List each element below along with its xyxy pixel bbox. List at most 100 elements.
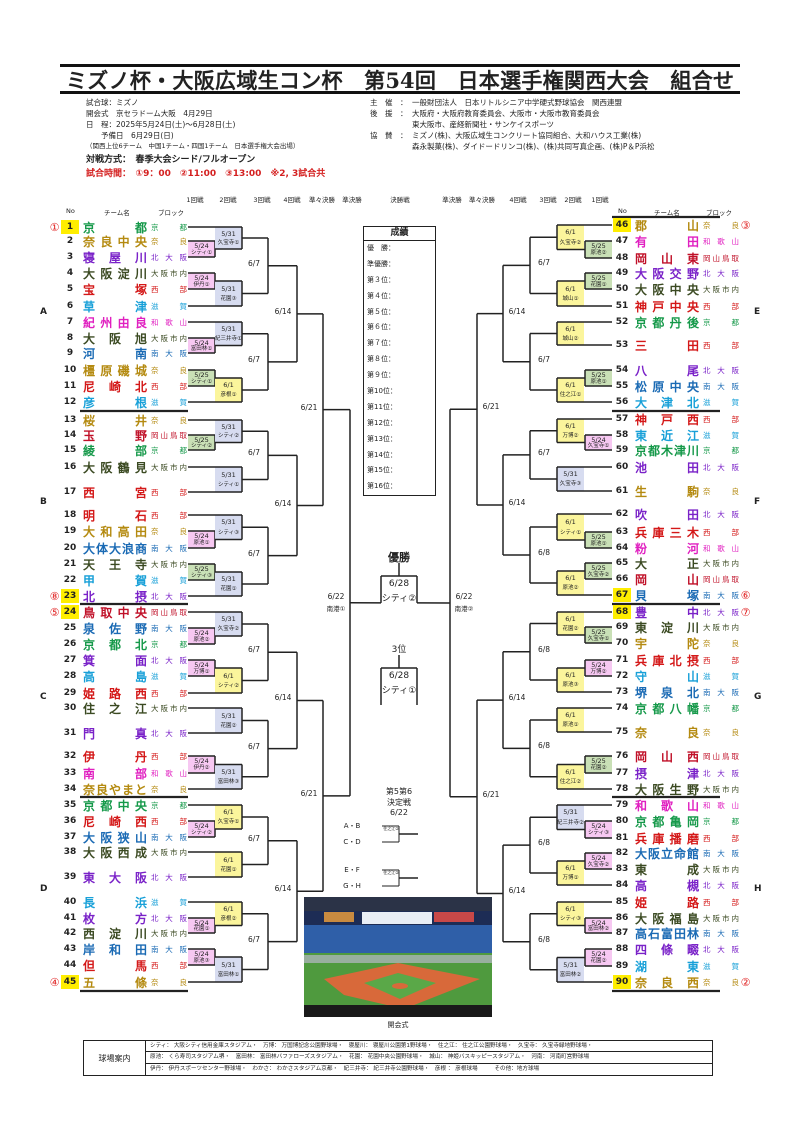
team-block: 奈良 — [151, 784, 187, 794]
final-venue: シティ② — [381, 594, 417, 604]
team-name: 奈良 — [635, 725, 699, 740]
team-name: 東大阪 — [83, 870, 147, 885]
match-date: 5/25 — [591, 532, 606, 541]
match-box — [585, 627, 612, 643]
match-venue: 伊丹② — [193, 765, 210, 772]
match-date: 5/24 — [591, 660, 606, 669]
team-block: 西部 — [151, 688, 187, 698]
match-date: 5/31 — [221, 711, 236, 720]
team-name: 堺泉北 — [635, 685, 699, 700]
match-venue: シティ② — [190, 829, 213, 836]
team-block: 奈良 — [703, 220, 739, 230]
team-number: 40 — [63, 897, 77, 907]
match-venue: 花園① — [193, 925, 210, 932]
team-name: 奈良中央 — [83, 234, 147, 249]
match-date: 5/24 — [591, 822, 606, 831]
match-date: 6/14 — [274, 498, 292, 508]
team-block: 北大阪 — [703, 607, 739, 617]
match-date: 6/14 — [508, 497, 526, 507]
col-header-team: チーム名 — [654, 209, 680, 217]
team-number: 75 — [615, 727, 629, 737]
match-box — [557, 225, 584, 250]
team-name: 四條畷 — [635, 942, 699, 957]
team-number: 13 — [63, 415, 77, 425]
team-block: 滋賀 — [151, 671, 187, 681]
team-name: 明石 — [83, 508, 147, 523]
team-block: 京都 — [703, 816, 739, 826]
team-number: 60 — [615, 462, 629, 472]
team-block: 滋賀 — [151, 301, 187, 311]
team-block: 滋賀 — [703, 430, 739, 440]
team-number: 23 — [61, 589, 79, 603]
match-box — [215, 322, 242, 346]
team-number: 36 — [63, 816, 77, 826]
match-date: 5/24 — [194, 821, 209, 830]
match-date: 5/24 — [194, 918, 209, 927]
team-number: 73 — [615, 687, 629, 697]
match-venue: 原池③ — [193, 957, 210, 964]
match-venue: 花園③ — [220, 296, 237, 302]
team-number: 61 — [615, 486, 629, 496]
round-header: 2回戦 — [564, 196, 582, 204]
match-box — [188, 273, 215, 289]
match-date: 5/31 — [221, 229, 236, 238]
team-name: 橿原磯城 — [83, 363, 147, 378]
match-date: 5/31 — [221, 767, 236, 776]
team-name: 粉河 — [635, 541, 699, 556]
team-number: 72 — [615, 671, 629, 681]
round-header: 3回戦 — [539, 196, 557, 204]
match-date: 6/7 — [247, 645, 261, 655]
match-venue: 久宝寺① — [217, 239, 240, 246]
fifth-subtitle: 決定戦 — [387, 798, 411, 807]
team-number: 22 — [63, 575, 77, 585]
round-header: 1回戦 — [186, 196, 204, 204]
team-block: 大阪市内 — [151, 928, 187, 938]
team-number: 48 — [615, 253, 629, 263]
team-block: 西部 — [703, 414, 739, 424]
match-box — [215, 902, 242, 926]
team-block: 和歌山 — [703, 800, 739, 810]
match-box — [188, 756, 215, 773]
team-name: 泉佐野 — [83, 621, 147, 636]
match-date: 5/25 — [194, 564, 209, 573]
team-name: 湖東 — [635, 959, 699, 974]
match-venue: シティ② — [217, 433, 240, 440]
team-name: 京都 — [83, 220, 147, 235]
team-block: 北大阪 — [703, 768, 739, 778]
team-block: 京都 — [703, 703, 739, 713]
team-block: 大阪市内 — [703, 558, 739, 568]
match-date: 6/7 — [247, 354, 261, 364]
team-name: 枚方 — [83, 911, 147, 926]
info-text: 東大阪市、産経新聞社・サンケイスポーツ — [412, 120, 554, 129]
match-venue: 久宝寺② — [217, 626, 240, 633]
match-date: 6/1 — [565, 381, 576, 390]
team-number: 34 — [63, 784, 77, 794]
team-name: 姫路 — [635, 895, 699, 910]
team-name: 岸和田 — [83, 942, 147, 957]
match-venue: 城山① — [562, 296, 579, 302]
seed-badge: ⑧ — [49, 589, 60, 603]
match-venue: 富田林① — [190, 345, 213, 352]
match-date: 5/24 — [591, 853, 606, 862]
match-date: 6/1 — [565, 228, 576, 237]
col-header-team: チーム名 — [104, 209, 130, 217]
results-row: 第16位： — [367, 482, 397, 491]
